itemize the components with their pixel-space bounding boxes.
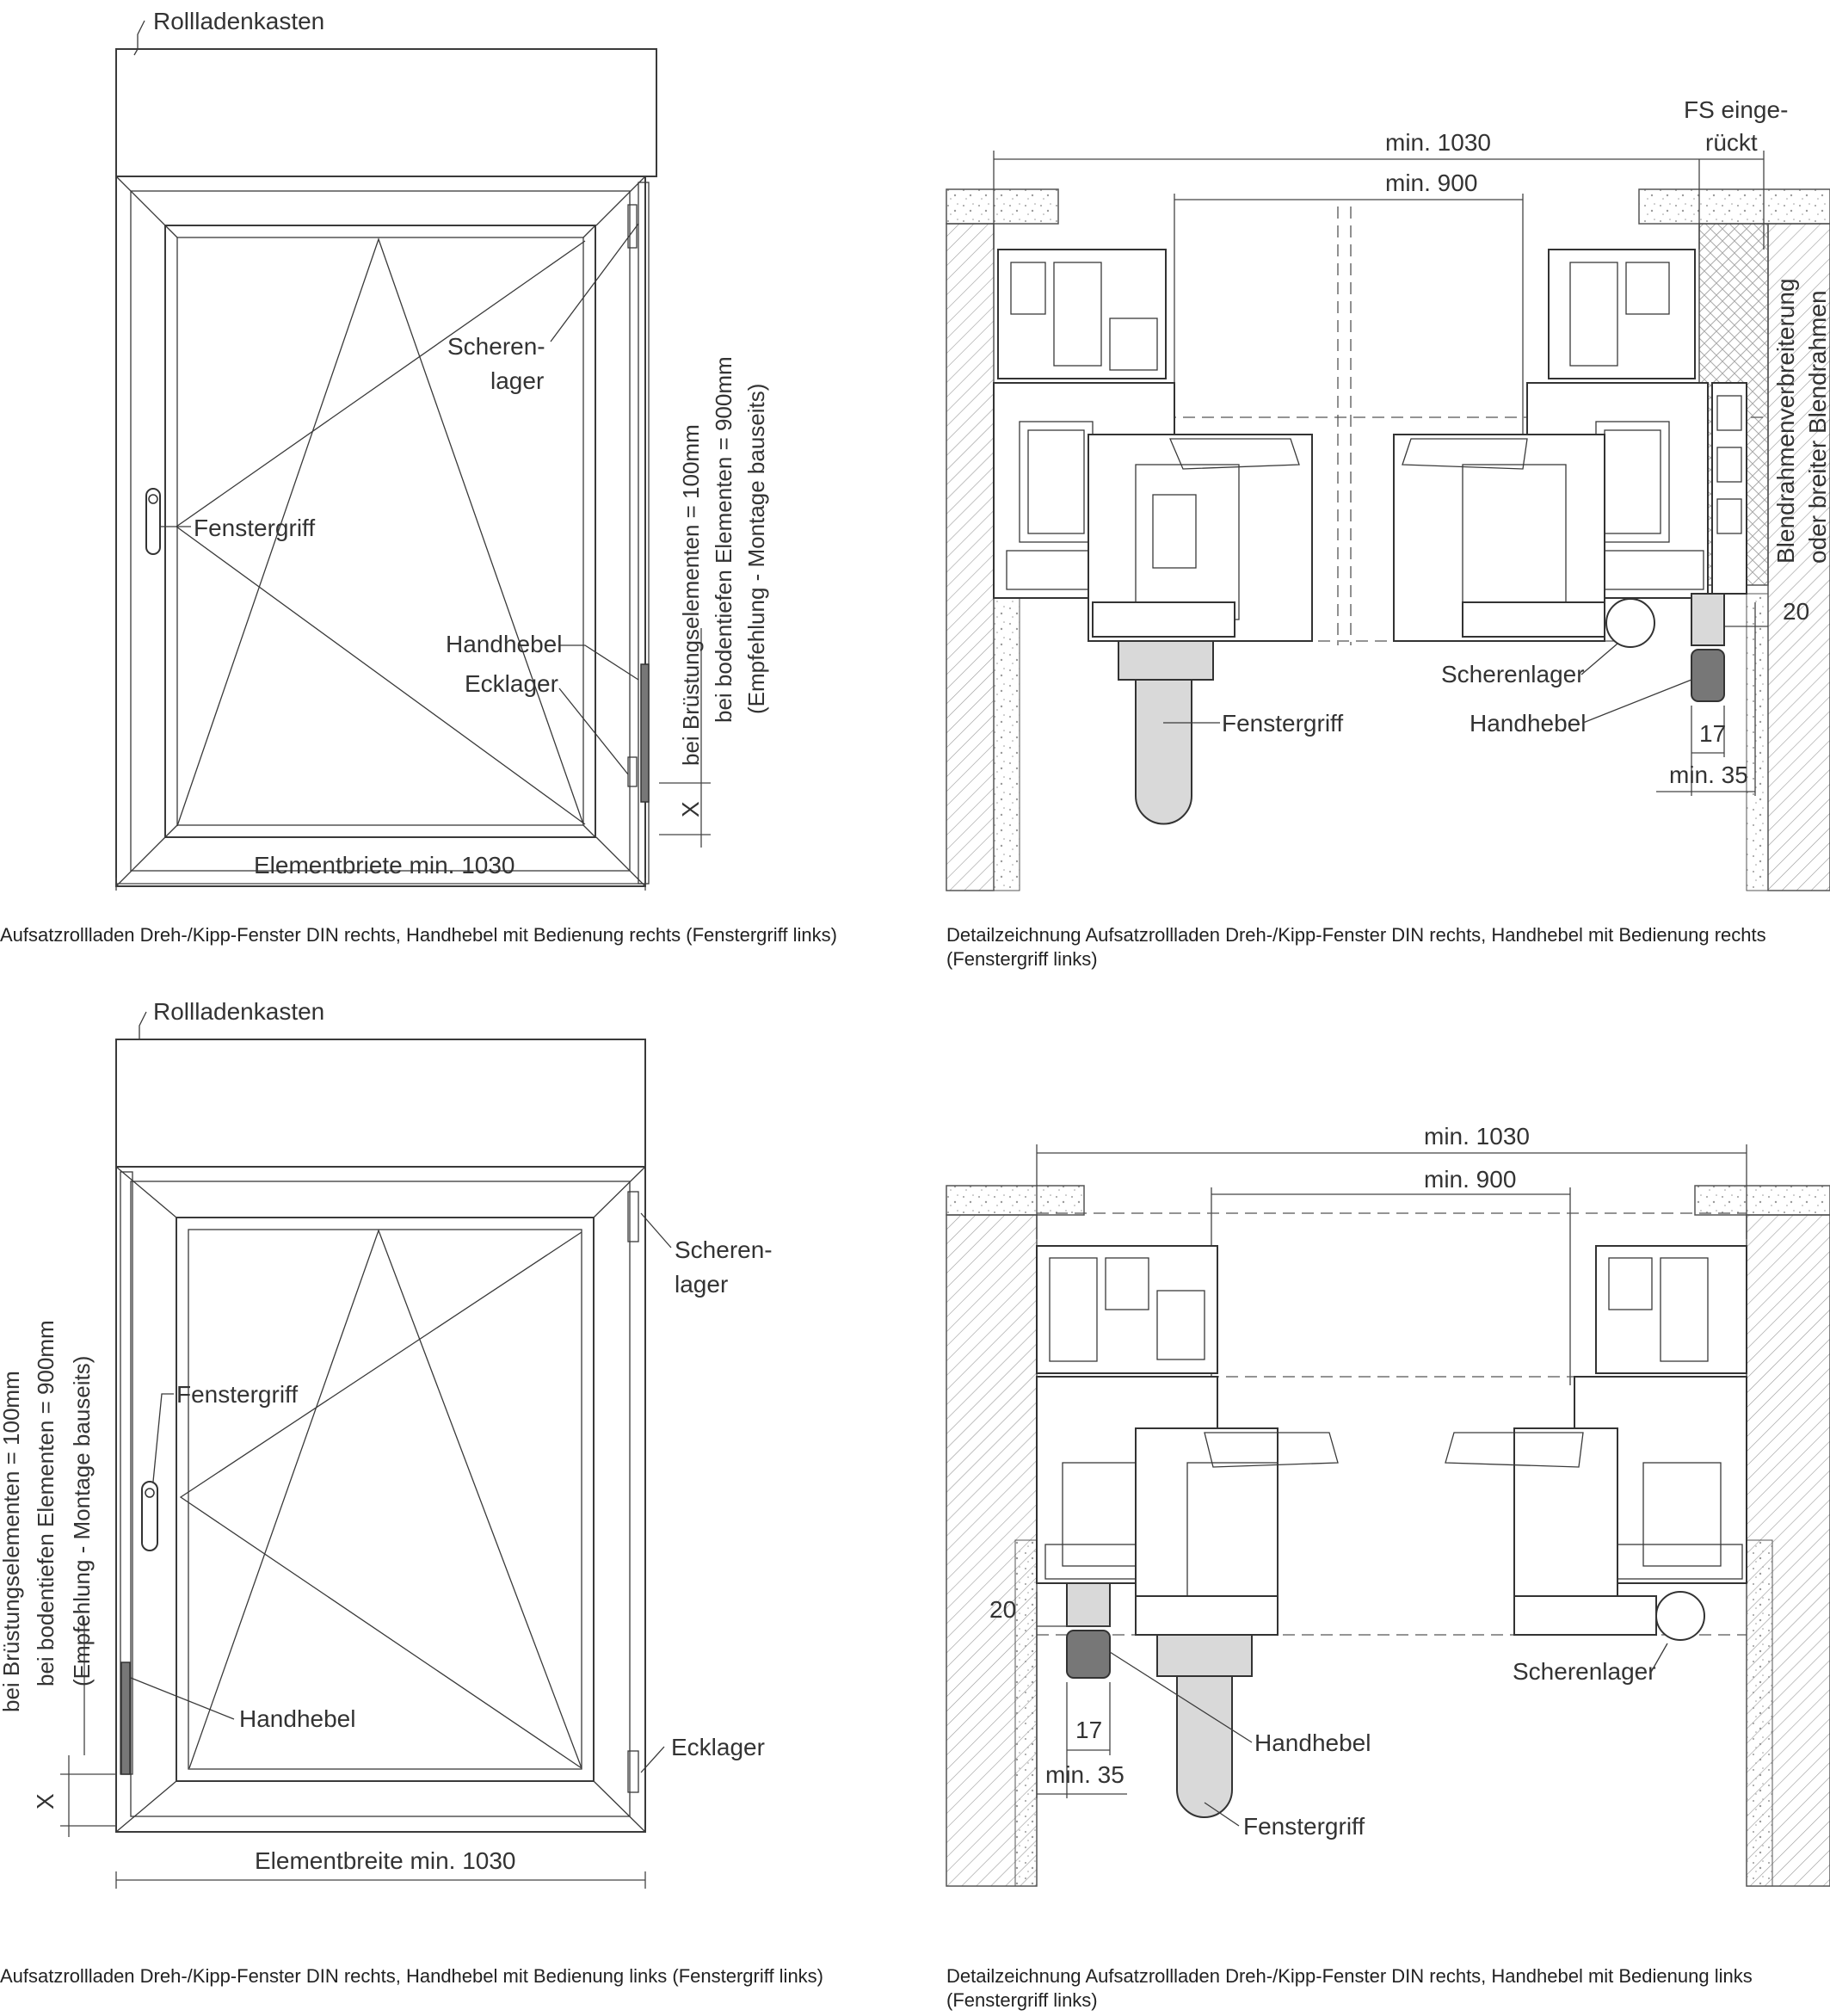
lever-bar <box>120 1662 131 1775</box>
panel-window-elevation-left-lever: Rollladenkasten Scheren- lager Fenstergr… <box>0 998 823 1987</box>
handhebel-label: Handhebel <box>1470 710 1586 737</box>
caption-top-right-1: Detailzeichnung Aufsatzrollladen Dreh-/K… <box>946 924 1766 946</box>
panel-detail-section-left-lever: min. 1030 min. 900 <box>946 1123 1830 2011</box>
caption-bottom-left: Aufsatzrollladen Dreh-/Kipp-Fenster DIN … <box>0 1965 823 1987</box>
window-frame <box>115 1166 646 1833</box>
lever-label: Handhebel <box>446 631 562 657</box>
scherenlager-label: Scherenlager <box>1441 661 1585 687</box>
element-width-label: Elementbriete min. 1030 <box>254 852 515 879</box>
dim-20-label: 20 <box>989 1596 1016 1623</box>
scissor-bearing-label-1: Scheren- <box>447 333 545 360</box>
vertical-note-2: bei bodentiefen Elementen = 900mm <box>711 356 736 723</box>
vertical-note-1: bei Brüstungselementen = 100mm <box>678 424 704 766</box>
handhebel-icon <box>1066 1630 1111 1679</box>
corner-bearing-label: Ecklager <box>671 1734 765 1760</box>
fenstergriff-icon <box>1176 1675 1233 1818</box>
caption-bottom-right-1: Detailzeichnung Aufsatzrollladen Dreh-/K… <box>946 1965 1753 1987</box>
min-35-label: min. 35 <box>1045 1761 1124 1788</box>
min-900-label: min. 900 <box>1385 170 1477 196</box>
window-handle-icon <box>141 1481 158 1551</box>
scherenlager-icon <box>1655 1591 1705 1641</box>
lever-label: Handhebel <box>239 1705 355 1732</box>
handle-label: Fenstergriff <box>194 515 315 541</box>
fenstergriff-label: Fenstergriff <box>1243 1813 1365 1840</box>
window-frame <box>115 176 646 887</box>
right-frame-profile <box>1393 249 1747 642</box>
roller-box-label: Rollladenkasten <box>153 8 324 34</box>
min-1030-label: min. 1030 <box>1424 1123 1530 1150</box>
dim-17-label: 17 <box>1699 720 1726 747</box>
handle-label: Fenstergriff <box>1222 710 1343 737</box>
window-sash <box>164 225 596 838</box>
blend-label-1: Blendrahmenverbreiterung <box>1772 278 1799 564</box>
vertical-note-3: (Empfehlung - Montage bauseits) <box>69 1356 95 1686</box>
window-handle-icon <box>145 488 161 555</box>
scissor-bearing <box>627 1191 639 1242</box>
scissor-bearing-label-2: lager <box>675 1271 728 1298</box>
wall-left <box>946 223 995 891</box>
right-frame-profile <box>1445 1245 1747 1636</box>
x-dimension-label: X <box>677 801 704 817</box>
handhebel-icon <box>1691 649 1725 702</box>
fs-label-2: rückt <box>1705 129 1758 156</box>
vertical-note-3: (Empfehlung - Montage bauseits) <box>743 384 769 714</box>
corner-bearing <box>627 756 638 787</box>
handhebel-label: Handhebel <box>1254 1729 1371 1756</box>
handle-label: Fenstergriff <box>176 1381 298 1408</box>
left-frame-profile <box>1036 1245 1339 1636</box>
caption-bottom-right-2: (Fenstergriff links) <box>946 1989 1098 2011</box>
corner-bearing-label: Ecklager <box>465 670 558 697</box>
min-35-label: min. 35 <box>1669 761 1748 788</box>
panel-detail-section-right-lever: min. 1030 min. 900 FS einge- rückt <box>946 96 1830 970</box>
scherenlager-icon <box>1605 598 1655 648</box>
caption-top-left: Aufsatzrollladen Dreh-/Kipp-Fenster DIN … <box>0 924 837 946</box>
roller-box-label: Rollladenkasten <box>153 998 324 1025</box>
dim-20-label: 20 <box>1783 598 1809 625</box>
scherenlager-label: Scherenlager <box>1513 1658 1656 1685</box>
scissor-bearing-label-1: Scheren- <box>675 1236 773 1263</box>
roller-shutter-box <box>115 48 657 177</box>
min-1030-label: min. 1030 <box>1385 129 1491 156</box>
min-900-label: min. 900 <box>1424 1166 1516 1193</box>
x-dimension-label: X <box>32 1793 59 1809</box>
fenstergriff-icon <box>1135 679 1192 825</box>
window-sash <box>176 1217 595 1782</box>
lever-bar <box>640 663 650 803</box>
left-frame-profile <box>993 249 1313 642</box>
vertical-note-2: bei bodentiefen Elementen = 900mm <box>33 1320 59 1686</box>
dim-17-label: 17 <box>1075 1717 1102 1743</box>
scissor-bearing-label-2: lager <box>490 367 544 394</box>
wall-right <box>1767 223 1830 891</box>
element-width-label: Elementbreite min. 1030 <box>255 1847 516 1874</box>
fs-label-1: FS einge- <box>1684 96 1788 123</box>
panel-window-elevation-right-lever: Rollladenkasten Scheren- lager Fe <box>0 8 837 946</box>
vertical-note-1: bei Brüstungselementen = 100mm <box>0 1371 24 1712</box>
caption-top-right-2: (Fenstergriff links) <box>946 948 1098 970</box>
blend-label-2: oder breiter Blendrahmen <box>1804 290 1830 564</box>
corner-bearing <box>627 1750 639 1793</box>
roller-shutter-box <box>115 1039 646 1168</box>
